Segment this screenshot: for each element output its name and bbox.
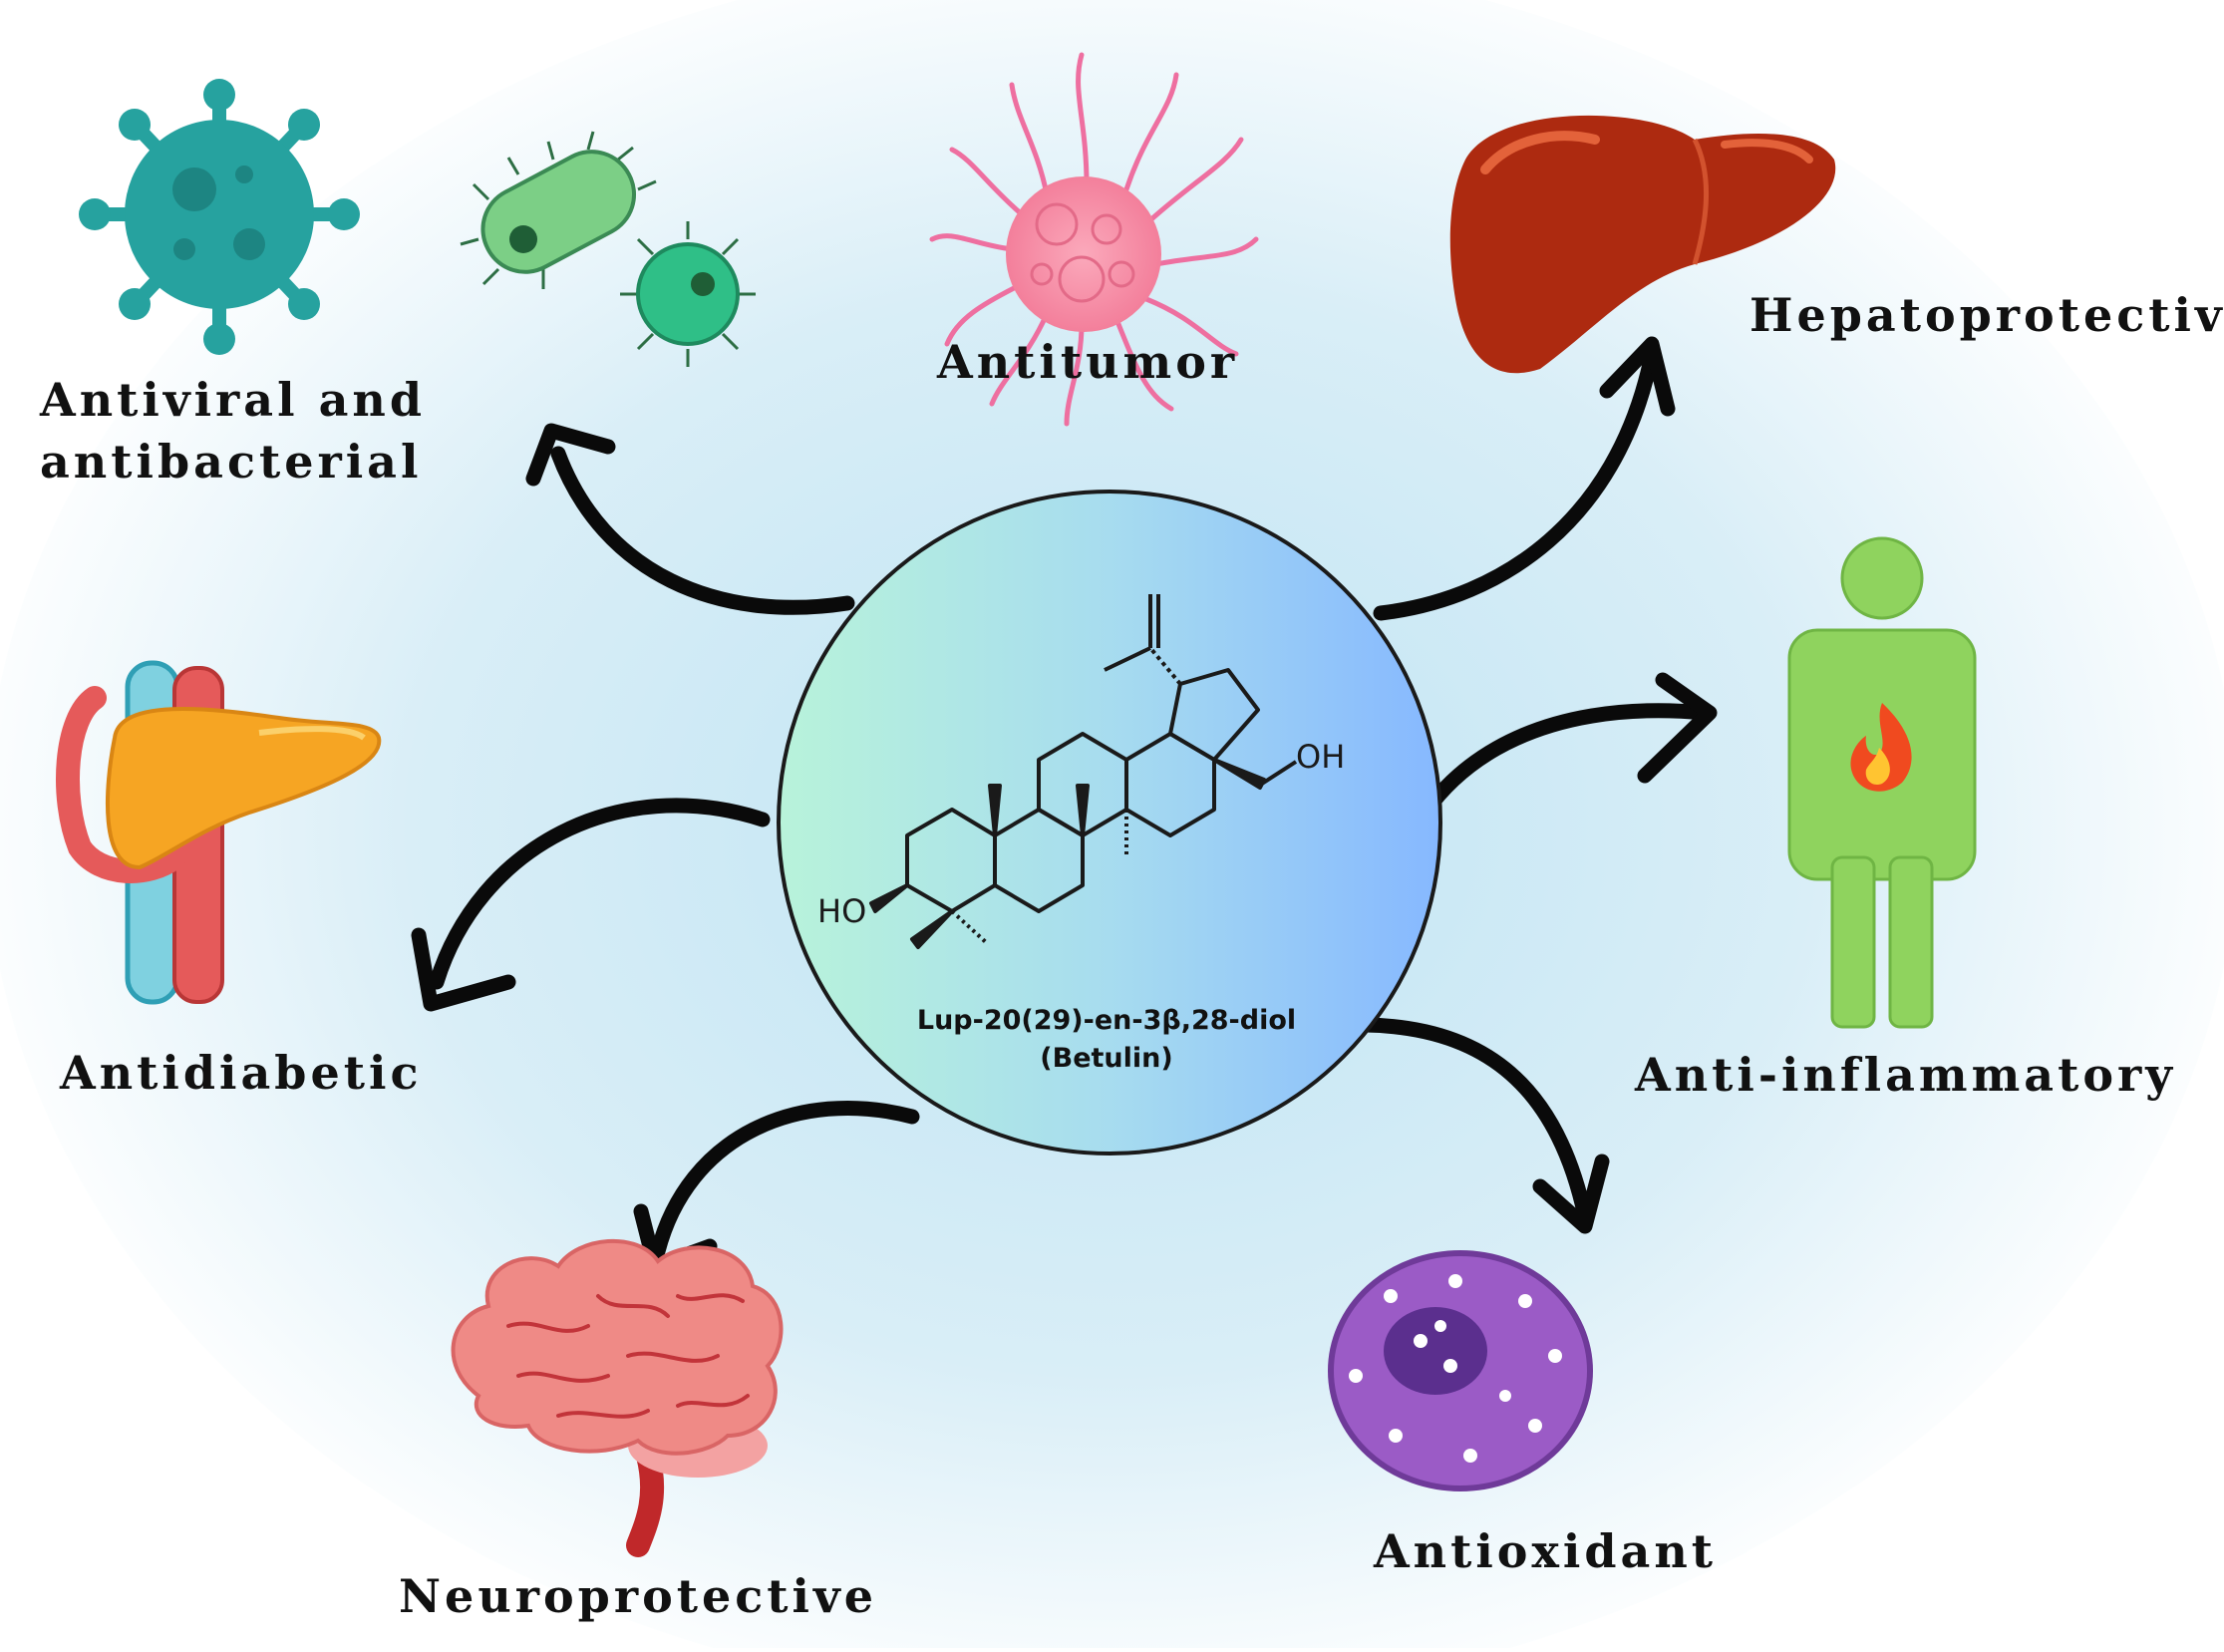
arrow-to-antiviral-head	[525, 423, 616, 487]
label-antiviral-line2: antibacterial	[40, 435, 423, 489]
arrow-to-antioxidant-head	[1532, 1154, 1610, 1234]
label-antidiabetic: Antidiabetic	[60, 1046, 423, 1100]
label-antiviral-antibacterial: Antiviral and antibacterial	[40, 369, 427, 493]
arrow-to-anti-inflammatory-head	[1637, 672, 1718, 784]
tumor-cell-icon	[929, 52, 1259, 427]
arrow-to-hepatoprotective-head	[1599, 336, 1676, 417]
bacteria-icon	[460, 131, 756, 367]
oxidative-cell-icon	[1328, 1250, 1593, 1491]
label-antiviral-line1: Antiviral and	[40, 373, 427, 427]
betulin-circle	[777, 490, 1442, 1156]
flame-icon	[1850, 703, 1912, 792]
arrow-to-neuroprotective	[650, 1101, 920, 1259]
label-antitumor: Antitumor	[937, 335, 1239, 389]
oh-top-label: OH	[1296, 738, 1345, 776]
virus-icon	[79, 79, 360, 355]
label-neuroprotective: Neuroprotective	[399, 1569, 877, 1623]
arrow-to-antioxidant	[1358, 1017, 1593, 1224]
oh-bottom-label: HO	[817, 892, 866, 930]
betulin-caption: Lup-20(29)-en-3β,28-diol (Betulin)	[857, 1002, 1356, 1078]
betulin-structure	[869, 594, 1298, 949]
arrow-to-antiviral	[550, 446, 855, 615]
arrow-to-hepatoprotective	[1373, 356, 1658, 621]
arrow-to-antidiabetic-head	[411, 927, 516, 1012]
liver-icon	[1449, 115, 1836, 374]
arrow-to-antidiabetic	[429, 798, 771, 990]
label-antioxidant: Antioxidant	[1373, 1524, 1718, 1578]
brain-icon	[451, 1239, 784, 1557]
betulin-common-name: (Betulin)	[1040, 1043, 1173, 1074]
label-anti-inflammatory: Anti-inflammatory	[1635, 1048, 2176, 1102]
betulin-iupac-name: Lup-20(29)-en-3β,28-diol	[916, 1005, 1297, 1036]
label-hepatoprotective: Hepatoprotective	[1749, 288, 2224, 342]
pancreas-icon	[56, 660, 382, 1005]
